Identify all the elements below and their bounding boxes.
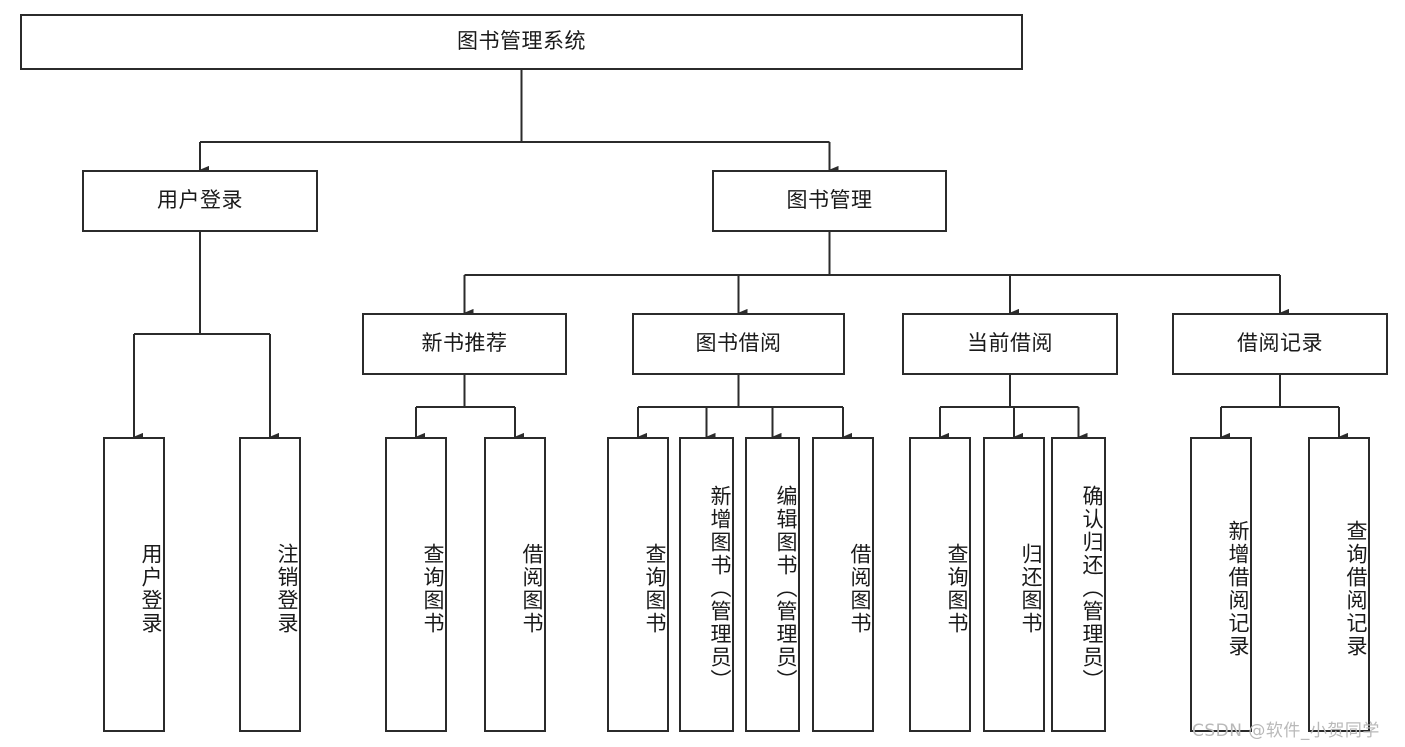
node-leaf-add-record[interactable]: 新增借阅记录	[1190, 437, 1252, 732]
node-leaf-return-book-label: 归还图书	[1019, 542, 1043, 635]
node-book-borrow[interactable]: 图书借阅	[632, 313, 845, 375]
node-leaf-query-book-1-label: 查询图书	[421, 542, 445, 635]
node-user-login[interactable]: 用户登录	[82, 170, 318, 232]
node-current-borrow[interactable]: 当前借阅	[902, 313, 1118, 375]
node-borrow-record[interactable]: 借阅记录	[1172, 313, 1388, 375]
node-leaf-query-book-1[interactable]: 查询图书	[385, 437, 447, 732]
node-leaf-confirm-return[interactable]: 确认归还（管理员）	[1051, 437, 1106, 732]
node-leaf-borrow-book-2-label: 借阅图书	[848, 542, 872, 635]
node-leaf-add-book[interactable]: 新增图书（管理员）	[679, 437, 734, 732]
node-leaf-user-login[interactable]: 用户登录	[103, 437, 165, 732]
node-leaf-logout[interactable]: 注销登录	[239, 437, 301, 732]
node-leaf-logout-label: 注销登录	[275, 542, 299, 635]
node-new-book-rec[interactable]: 新书推荐	[362, 313, 567, 375]
watermark-text: CSDN @软件_小贺同学	[1192, 721, 1380, 741]
node-leaf-user-login-label: 用户登录	[139, 542, 163, 635]
node-leaf-query-record[interactable]: 查询借阅记录	[1308, 437, 1370, 732]
node-leaf-query-book-2-label: 查询图书	[643, 542, 667, 635]
node-new-book-rec-label: 新书推荐	[421, 331, 508, 356]
node-book-manage[interactable]: 图书管理	[712, 170, 947, 232]
node-leaf-borrow-book-1-label: 借阅图书	[520, 542, 544, 635]
node-leaf-query-book-3-label: 查询图书	[945, 542, 969, 635]
node-book-borrow-label: 图书借阅	[695, 331, 782, 356]
node-leaf-confirm-return-label: 确认归还（管理员）	[1080, 485, 1104, 692]
node-leaf-query-record-label: 查询借阅记录	[1344, 519, 1368, 658]
node-book-manage-label: 图书管理	[786, 188, 873, 213]
node-leaf-borrow-book-1[interactable]: 借阅图书	[484, 437, 546, 732]
node-leaf-edit-book[interactable]: 编辑图书（管理员）	[745, 437, 800, 732]
node-leaf-return-book[interactable]: 归还图书	[983, 437, 1045, 732]
node-leaf-query-book-3[interactable]: 查询图书	[909, 437, 971, 732]
node-leaf-edit-book-label: 编辑图书（管理员）	[774, 485, 798, 692]
node-root[interactable]: 图书管理系统	[20, 14, 1023, 70]
node-root-label: 图书管理系统	[457, 29, 586, 54]
node-current-borrow-label: 当前借阅	[967, 331, 1053, 356]
node-leaf-add-record-label: 新增借阅记录	[1226, 519, 1250, 658]
node-leaf-borrow-book-2[interactable]: 借阅图书	[812, 437, 874, 732]
node-leaf-add-book-label: 新增图书（管理员）	[708, 485, 732, 692]
node-borrow-record-label: 借阅记录	[1237, 331, 1323, 356]
node-leaf-query-book-2[interactable]: 查询图书	[607, 437, 669, 732]
node-user-login-label: 用户登录	[157, 188, 243, 213]
